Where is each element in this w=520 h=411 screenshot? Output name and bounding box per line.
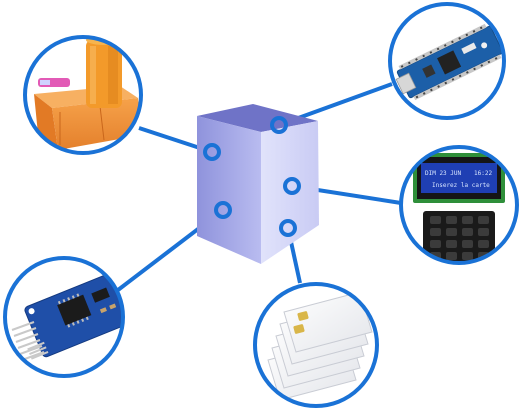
lcd-line1-right: 16:22 bbox=[474, 170, 492, 177]
orange-battery-pack-icon bbox=[34, 37, 141, 150]
header-pins bbox=[11, 321, 45, 361]
rtc-module-node bbox=[3, 256, 125, 378]
arduino-nano-node bbox=[388, 2, 506, 120]
hub-port-cards bbox=[279, 219, 297, 237]
battery-module-node bbox=[23, 35, 143, 155]
hub-port-rtc bbox=[214, 201, 232, 219]
hub-port-nano bbox=[270, 116, 288, 134]
hub-port-battery bbox=[203, 143, 221, 161]
hub-port-lcd bbox=[283, 177, 301, 195]
chip-card-stack-icon bbox=[267, 291, 373, 401]
lcd-keypad-node: DIM 23 JUN 16:22 Inserez la carte bbox=[399, 145, 519, 265]
cube-front-face bbox=[197, 116, 261, 264]
lcd-line1-left: DIM 23 JUN bbox=[425, 170, 462, 177]
arduino-nano-board-icon bbox=[395, 23, 504, 101]
smart-cards-node bbox=[253, 282, 379, 408]
lcd-line2: Inserez la carte bbox=[432, 182, 490, 189]
cube-hub-icon bbox=[197, 104, 319, 264]
ds3231-rtc-module-icon bbox=[11, 269, 123, 361]
